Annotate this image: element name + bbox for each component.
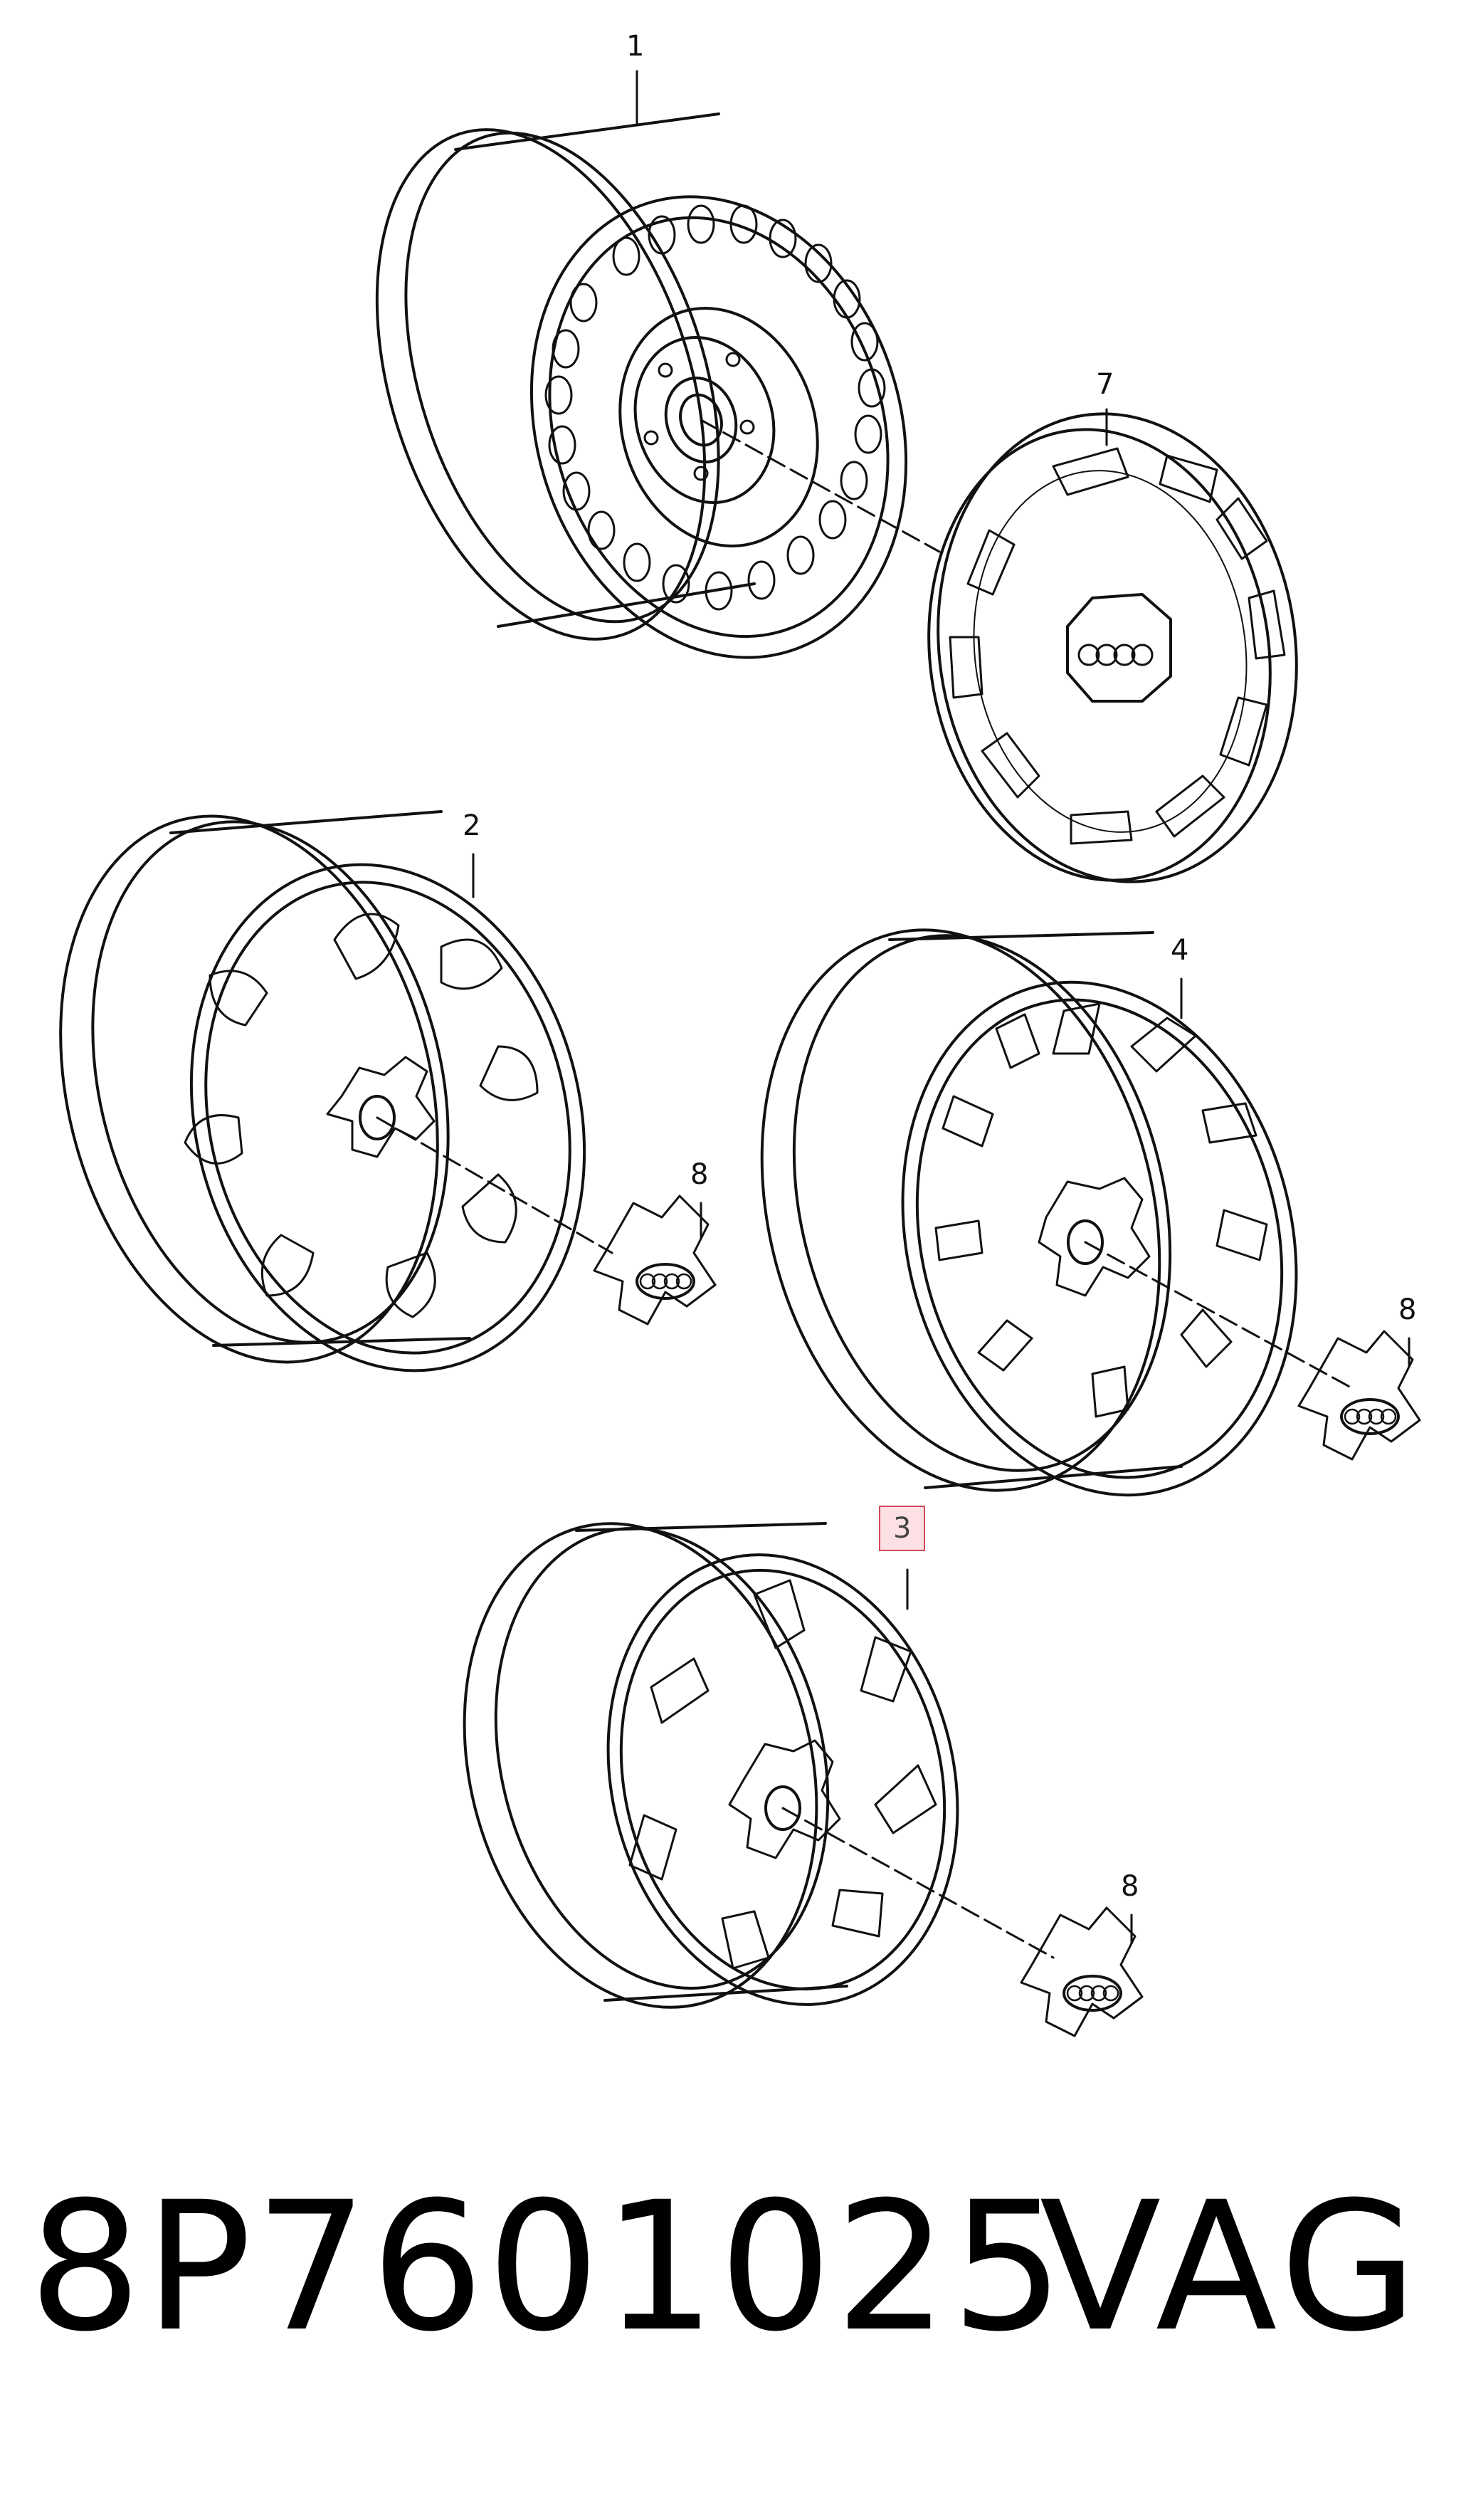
center-cap-8a: [593, 1195, 717, 1325]
leader-1-7: [700, 419, 941, 553]
callout-leaders: [472, 70, 1410, 1945]
alloy-wheel-3: [463, 1522, 959, 2009]
alloy-wheel-4: [760, 928, 1298, 1497]
center-cap-8b: [1297, 1330, 1421, 1461]
callout-3-highlighted[interactable]: 3: [879, 1506, 926, 1551]
callout-1: 1: [626, 30, 645, 63]
steel-wheel-1: [375, 112, 908, 659]
part-number-label: 8P7601025: [28, 2163, 1067, 2371]
brand-label: VAG: [1039, 2163, 1423, 2371]
callout-7: 7: [1096, 368, 1114, 401]
center-cap-8c: [1020, 1906, 1144, 2037]
callout-2: 2: [463, 809, 481, 842]
callout-8a: 8: [690, 1158, 709, 1191]
callout-8b: 8: [1398, 1293, 1417, 1326]
alloy-wheel-2: [59, 810, 586, 1372]
leader-2-8: [376, 1116, 613, 1254]
leader-3-8: [781, 1807, 1055, 1959]
callout-4: 4: [1171, 934, 1189, 967]
callout-8c: 8: [1121, 1870, 1139, 1903]
hubcap-7: [927, 412, 1298, 883]
leader-4-8: [1084, 1241, 1354, 1390]
exploded-parts-diagram: [59, 70, 1421, 2037]
